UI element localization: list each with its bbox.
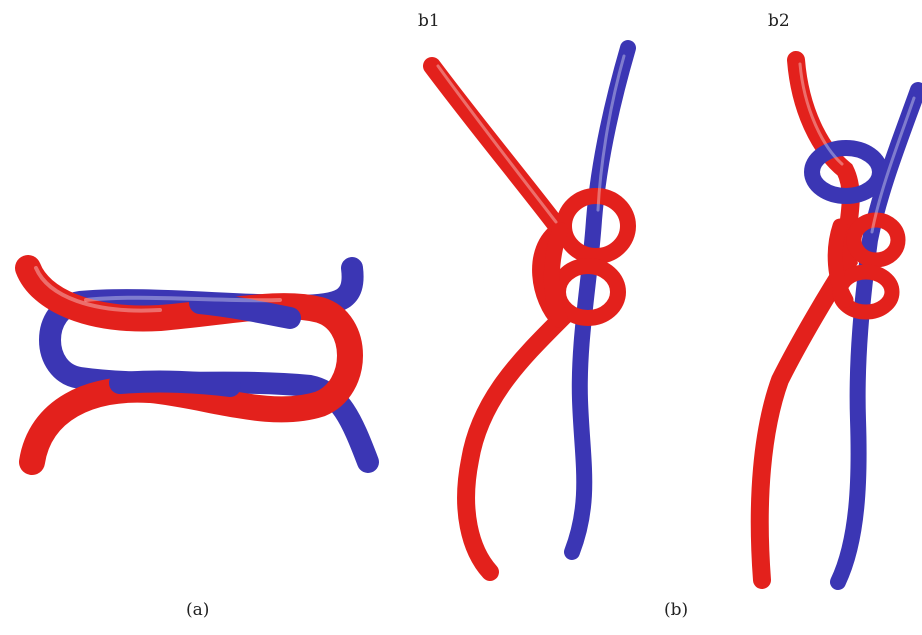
- panel-a-knot: [28, 268, 368, 462]
- panel-caption-b: (b): [664, 600, 688, 620]
- panel-caption-a: (a): [186, 600, 209, 620]
- panel-b1-knot: [432, 48, 628, 572]
- panel-b2-red-strand: [760, 60, 851, 580]
- subpanel-label-b1: b1: [418, 11, 440, 31]
- panel-b2-knot: [760, 60, 918, 582]
- subpanel-label-b2: b2: [768, 11, 790, 31]
